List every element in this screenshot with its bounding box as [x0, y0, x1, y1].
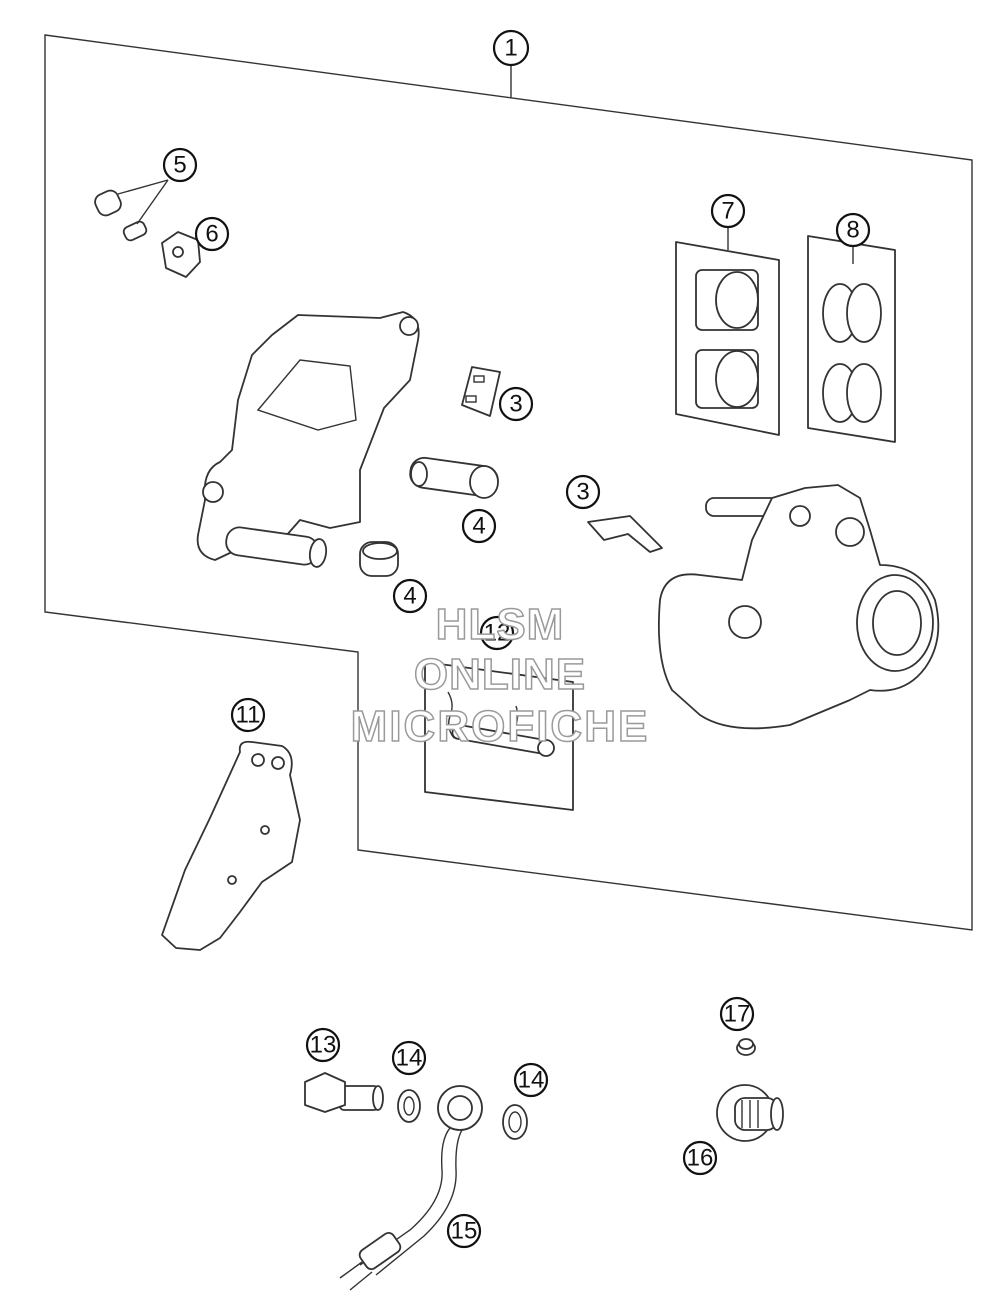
callout-14a: 14	[391, 1040, 427, 1076]
svg-text:16: 16	[687, 1145, 714, 1172]
plug-part	[716, 1084, 784, 1142]
callout-14b: 14	[513, 1062, 549, 1098]
svg-text:7: 7	[721, 198, 734, 225]
washer-part	[397, 1089, 421, 1123]
banjo-bolt-part	[304, 1072, 384, 1113]
svg-text:1: 1	[504, 35, 517, 62]
svg-text:3: 3	[576, 479, 589, 506]
pad-spring-part	[461, 366, 501, 417]
caliper-body-part	[657, 484, 940, 730]
callout-5: 5	[162, 147, 198, 183]
brake-line-part	[339, 1085, 483, 1291]
callout-3a: 3	[498, 386, 534, 422]
svg-text:4: 4	[403, 583, 416, 610]
piston-kit-part	[675, 241, 780, 436]
svg-text:14: 14	[396, 1045, 423, 1072]
guide-boot-part	[359, 541, 399, 577]
svg-text:13: 13	[310, 1032, 337, 1059]
callout-6: 6	[194, 216, 230, 252]
guide-pin-part	[409, 456, 499, 499]
callout-4a: 4	[461, 508, 497, 544]
svg-text:11: 11	[236, 702, 261, 729]
callout-17: 17	[719, 996, 755, 1032]
callout-1: 1	[492, 29, 530, 67]
svg-text:8: 8	[846, 217, 859, 244]
washer-part	[502, 1104, 528, 1140]
svg-text:12: 12	[484, 620, 511, 647]
callout-4b: 4	[392, 578, 428, 614]
svg-text:17: 17	[724, 1001, 751, 1028]
caliper-holder-part	[196, 311, 420, 568]
callout-16: 16	[682, 1140, 718, 1176]
assembly-frame	[44, 34, 973, 931]
brake-pad-part	[161, 740, 301, 951]
callout-15: 15	[446, 1213, 482, 1249]
callout-12: 12	[479, 615, 515, 651]
spring-clip-part	[587, 515, 663, 553]
svg-text:6: 6	[205, 221, 218, 248]
callout-7: 7	[710, 193, 746, 229]
bleed-cap-part	[161, 231, 201, 278]
svg-text:4: 4	[472, 513, 485, 540]
callout-3b: 3	[565, 474, 601, 510]
svg-text:5: 5	[173, 152, 186, 179]
svg-text:15: 15	[451, 1218, 478, 1245]
bleed-screw-part	[94, 179, 169, 242]
callout-11: 11	[230, 697, 266, 733]
svg-text:3: 3	[509, 391, 522, 418]
small-cap-part	[736, 1038, 756, 1056]
callout-13: 13	[305, 1027, 341, 1063]
callout-8: 8	[835, 212, 871, 248]
seal-kit-part	[807, 235, 896, 443]
svg-text:14: 14	[518, 1067, 545, 1094]
pin-kit-part	[424, 661, 574, 811]
